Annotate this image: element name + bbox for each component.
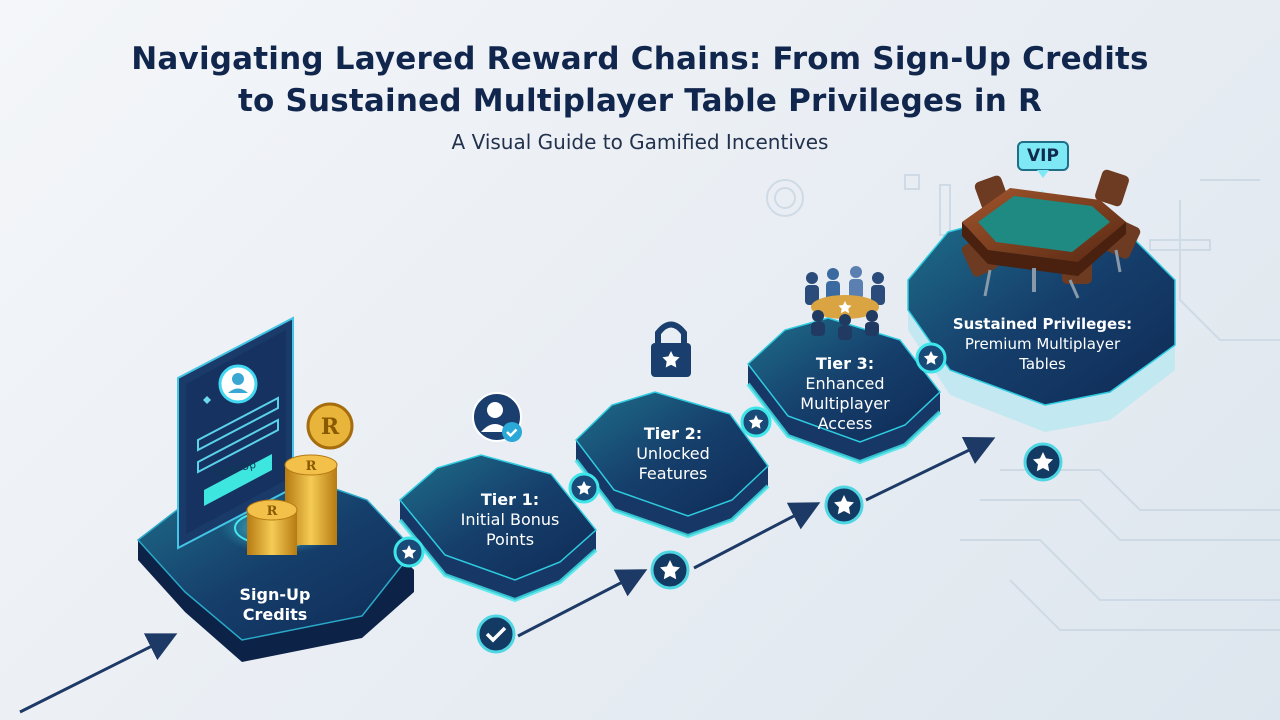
connector-badges: [393, 342, 947, 568]
star-icon: [748, 415, 764, 429]
progress-arrows: [19, 436, 996, 714]
form-field-1: [197, 396, 279, 452]
star-icon: [401, 545, 417, 559]
stage-signup: R R R: [136, 316, 415, 662]
stage-label-line: Tier 1:: [480, 490, 540, 509]
stage-label-line: Access: [817, 414, 873, 433]
signup-tablet: [177, 316, 294, 550]
stage-label-line: Features: [638, 464, 708, 483]
vip-poker-table-icon: [961, 141, 1141, 299]
milestone-markers: [476, 442, 1063, 654]
stage-label-tier2: Tier 2: Unlocked Features: [598, 424, 748, 484]
star-icon: [576, 481, 592, 495]
stage-label-line: Enhanced: [805, 374, 885, 393]
milestone-star-3: [1023, 442, 1063, 482]
star-icon: [834, 495, 854, 515]
star-icon: [1033, 452, 1053, 472]
form-field-2: [197, 418, 279, 474]
stage-label-line: Credits: [242, 605, 308, 624]
stage-label-line: Sustained Privileges:: [952, 315, 1133, 333]
stage-label-line: Points: [485, 530, 535, 549]
stage-label-line: Tables: [1019, 355, 1066, 373]
milestone-check: [476, 614, 516, 654]
arrow-4: [865, 436, 996, 502]
connector-star-3: [740, 406, 772, 438]
stage-label-line: Sign-Up: [239, 585, 311, 604]
stage-label-line: Initial Bonus: [460, 510, 560, 529]
user-check-icon: [472, 392, 522, 442]
milestone-star-1: [650, 550, 690, 590]
stage-label-line: Unlocked: [636, 444, 710, 463]
page-title: Navigating Layered Reward Chains: From S…: [0, 38, 1280, 122]
title-line-1: Navigating Layered Reward Chains: From S…: [131, 41, 1149, 77]
signup-button-shape: [204, 454, 272, 506]
coin-stacks: R R R: [246, 402, 354, 555]
milestone-star-2: [824, 485, 864, 525]
stage-label-line: Premium Multiplayer: [964, 335, 1121, 353]
stage-label-line: Tier 3:: [815, 354, 875, 373]
page-subtitle: A Visual Guide to Gamified Incentives: [451, 130, 829, 154]
stage-label-signup: Sign-Up Credits: [190, 585, 360, 625]
coin-letter-3: R: [321, 414, 340, 440]
arrow-2: [517, 569, 648, 638]
stage-label-line: Tier 2:: [643, 424, 703, 443]
arrow-1: [19, 633, 178, 714]
lock-star-icon: [651, 321, 691, 377]
connector-star-2: [568, 472, 600, 504]
connector-star-1: [393, 536, 425, 568]
connector-star-4: [915, 342, 947, 374]
team-table-icon: [805, 266, 885, 340]
check-icon: [485, 626, 507, 643]
stage-tier1: [398, 454, 598, 603]
star-icon: [660, 560, 680, 580]
arrow-3: [693, 502, 821, 570]
coin-letter-2: R: [267, 504, 278, 519]
stage-tier3: [746, 317, 942, 465]
stage-label-line: Multiplayer: [800, 394, 890, 413]
coin-letter-1: R: [306, 459, 317, 474]
star-icon: [923, 351, 939, 365]
title-line-2: to Sustained Multiplayer Table Privilege…: [237, 83, 1043, 119]
vip-label: VIP: [1027, 146, 1059, 166]
stage-label-tier3: Tier 3: Enhanced Multiplayer Access: [770, 354, 920, 434]
stage-label-sustained: Sustained Privileges: Premium Multiplaye…: [935, 314, 1150, 374]
stage-label-tier1: Tier 1: Initial Bonus Points: [430, 490, 590, 550]
stage-tier2: [574, 391, 770, 539]
